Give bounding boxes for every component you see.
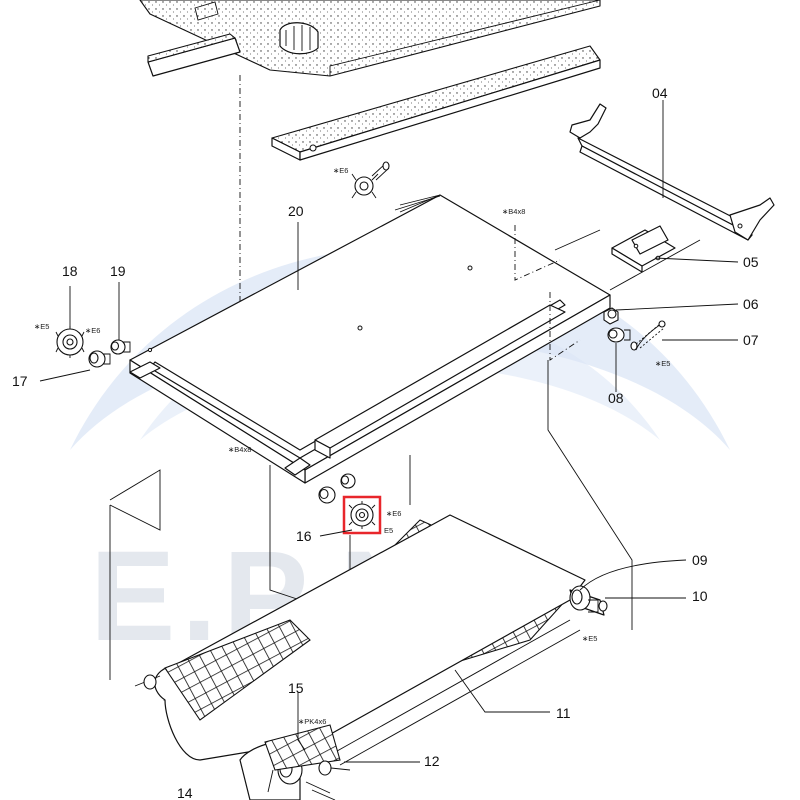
- note-e5-10: ∗E5: [582, 634, 597, 643]
- callout-08: 08: [608, 390, 624, 406]
- leader-lines: [39, 100, 739, 793]
- callout-04: 04: [652, 85, 668, 101]
- top-gear-assembly: [351, 161, 390, 199]
- part-17-bushing: [88, 350, 111, 368]
- callout-14: 14: [177, 785, 193, 800]
- callout-15: 15: [288, 680, 304, 696]
- part-07-clip: [630, 320, 666, 351]
- callout-11: 11: [556, 705, 571, 721]
- part-06-bearing: [603, 307, 619, 325]
- callout-labels: 04 05 06 07 08 09 10 11 12 14 15 16 17 1…: [12, 85, 759, 800]
- callout-10: 10: [692, 588, 708, 604]
- mid-bushings: [318, 473, 356, 504]
- part-19-bushing: [110, 339, 131, 355]
- top-cover-plate: [139, 0, 601, 77]
- callout-16: 16: [296, 528, 312, 544]
- note-e5-07: ∗E5: [655, 359, 670, 368]
- conveyor-belt: [109, 360, 633, 800]
- callout-07: 07: [743, 332, 759, 348]
- callout-19: 19: [110, 263, 126, 279]
- dotted-bar: [271, 45, 601, 161]
- note-pk4x6: ∗PK4x6: [298, 717, 326, 726]
- callout-20: 20: [288, 203, 304, 219]
- callout-17: 17: [12, 373, 28, 389]
- part-08-bushing: [607, 327, 631, 343]
- highlight-box-part-16: [342, 495, 382, 535]
- part-16-gear: [348, 501, 376, 529]
- note-e5-left: ∗E5: [34, 322, 49, 331]
- note-e5-16: E5: [384, 526, 393, 535]
- part-05-plate: [611, 225, 676, 273]
- note-e6-left: ∗E6: [85, 326, 100, 335]
- callout-09: 09: [692, 552, 708, 568]
- note-e6-16: ∗E6: [386, 509, 401, 518]
- callout-06: 06: [743, 296, 759, 312]
- note-e6-top: ∗E6: [333, 166, 348, 175]
- callout-18: 18: [62, 263, 78, 279]
- part-18-gear: [55, 326, 85, 358]
- callout-05: 05: [743, 254, 759, 270]
- part-20-main-tray: [129, 194, 701, 484]
- note-b4x8-right: ∗B4x8: [502, 207, 525, 216]
- part-04-bracket: [569, 103, 775, 241]
- callout-12: 12: [424, 753, 440, 769]
- note-b4x8-left: ∗B4x8: [228, 445, 251, 454]
- fastener-notes: ∗E6 ∗B4x8 ∗E5 ∗E6 ∗E5 ∗B4x8 ∗E6 E5 ∗E5 ∗…: [34, 166, 670, 726]
